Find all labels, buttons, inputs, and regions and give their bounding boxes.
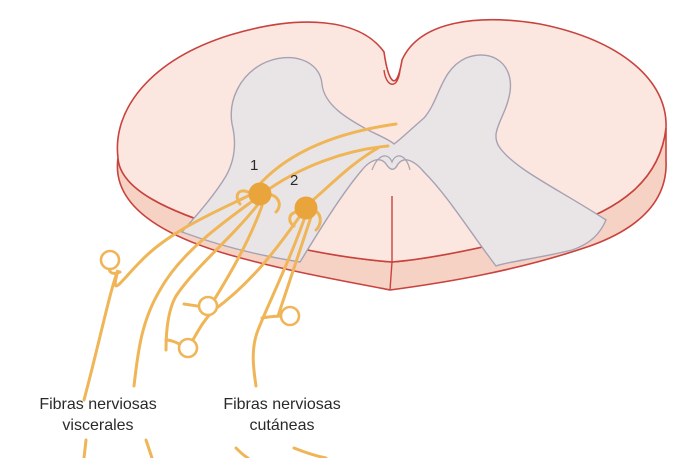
visceral-fibers-label: Fibras nerviosas viscerales xyxy=(8,394,188,436)
receptor-ending-3 xyxy=(179,339,197,357)
cutaneous-fibers-label: Fibras nerviosas cutáneas xyxy=(192,394,372,436)
cutaneous-label-line-2: cutáneas xyxy=(192,415,372,436)
receptor-ending-4 xyxy=(281,307,299,325)
cutaneous-stub-1 xyxy=(236,448,248,458)
neuron-1-label: 1 xyxy=(250,157,258,174)
visceral-label-line-1: Fibras nerviosas xyxy=(8,394,188,415)
receptor-ending-1 xyxy=(101,251,119,269)
visceral-label-line-2: viscerales xyxy=(8,415,188,436)
neuron-1-body xyxy=(249,183,271,205)
visceral-stub-2 xyxy=(146,440,152,458)
visceral-stub-1 xyxy=(84,440,86,458)
cutaneous-stub-2 xyxy=(294,448,326,458)
cutaneous-label-line-1: Fibras nerviosas xyxy=(192,394,372,415)
neuron-2-label: 2 xyxy=(290,172,298,189)
neuron-2-body xyxy=(295,197,317,219)
receptor-ending-2 xyxy=(199,297,217,315)
